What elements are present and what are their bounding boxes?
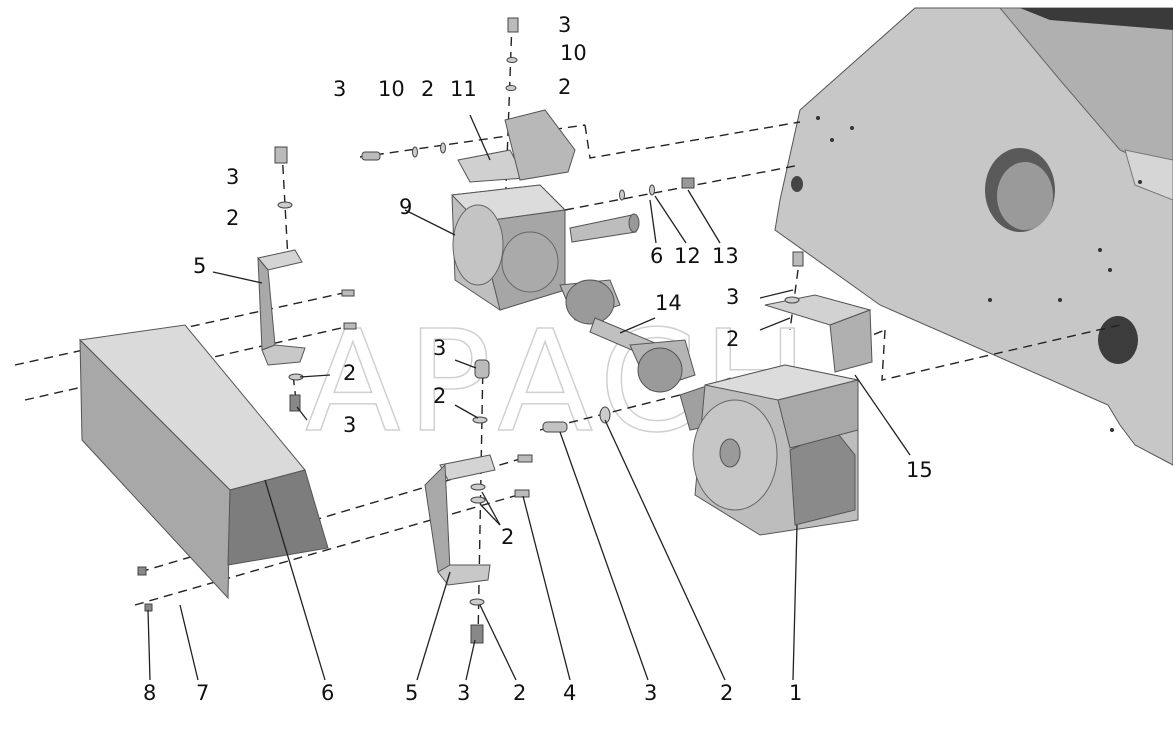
label-7: 7	[196, 681, 209, 705]
washer-icon	[784, 296, 800, 304]
bolt-icon	[517, 454, 533, 463]
label-2: 2	[720, 681, 733, 705]
bolt-icon	[274, 146, 288, 164]
label-3: 3	[726, 285, 739, 309]
label-10: 10	[560, 41, 587, 65]
label-3: 3	[558, 13, 571, 37]
label-15: 15	[906, 458, 933, 482]
label-6: 6	[650, 244, 663, 268]
label-2: 2	[558, 75, 571, 99]
label-2: 2	[343, 361, 356, 385]
label-3: 3	[226, 165, 239, 189]
washer-icon	[599, 406, 611, 424]
washer-icon	[505, 85, 517, 91]
label-12: 12	[674, 244, 701, 268]
bolt-icon	[507, 17, 519, 33]
bolt-icon	[542, 421, 568, 433]
washer-icon	[412, 146, 418, 158]
washer-icon	[649, 184, 655, 196]
washer-icon	[506, 57, 518, 63]
washer-icon	[440, 142, 446, 154]
washer-icon	[470, 483, 486, 491]
label-10: 10	[378, 77, 405, 101]
label-2: 2	[421, 77, 434, 101]
gearbox-part-1	[692, 364, 859, 536]
label-4: 4	[563, 681, 576, 705]
label-2: 2	[501, 525, 514, 549]
label-1: 1	[789, 681, 802, 705]
bracket-part-11	[457, 109, 576, 183]
washer-icon	[472, 416, 488, 424]
label-9: 9	[399, 195, 412, 219]
label-5: 5	[193, 254, 206, 278]
frame-side-plate	[774, 7, 1173, 466]
bolt-icon	[289, 394, 301, 412]
label-2: 2	[513, 681, 526, 705]
washer-icon	[470, 496, 486, 504]
washer-icon	[277, 201, 293, 209]
bolt-icon	[341, 289, 355, 297]
bolt-icon	[792, 251, 804, 267]
nut-icon	[137, 566, 147, 576]
label-6: 6	[321, 681, 334, 705]
label-2: 2	[433, 384, 446, 408]
cover-channel-part-6	[78, 324, 329, 600]
leader-lines	[147, 114, 911, 681]
bolt-icon	[514, 489, 530, 498]
part-labels: 3 10 2 3 10 2 11 3 2 5 9 6 12 13 14 3 2 …	[143, 13, 933, 705]
bracket-part-5-upper	[257, 249, 306, 366]
bolt-icon	[343, 322, 357, 330]
nut-icon	[144, 603, 153, 612]
bolt-icon	[361, 151, 381, 161]
label-2: 2	[226, 206, 239, 230]
label-3: 3	[457, 681, 470, 705]
washer-icon	[469, 598, 485, 606]
label-8: 8	[143, 681, 156, 705]
label-11: 11	[450, 77, 477, 101]
label-3: 3	[433, 336, 446, 360]
fasteners	[137, 17, 804, 644]
label-2: 2	[726, 327, 739, 351]
bolt-icon	[474, 359, 490, 379]
bolt-icon	[470, 624, 484, 644]
label-3: 3	[343, 413, 356, 437]
label-3: 3	[644, 681, 657, 705]
washer-icon	[619, 189, 625, 201]
nut-icon	[681, 177, 695, 189]
label-13: 13	[712, 244, 739, 268]
label-5: 5	[405, 681, 418, 705]
gearbox-part-9	[450, 184, 640, 311]
label-3: 3	[333, 77, 346, 101]
bracket-part-5-lower	[424, 454, 496, 586]
label-14: 14	[655, 291, 682, 315]
